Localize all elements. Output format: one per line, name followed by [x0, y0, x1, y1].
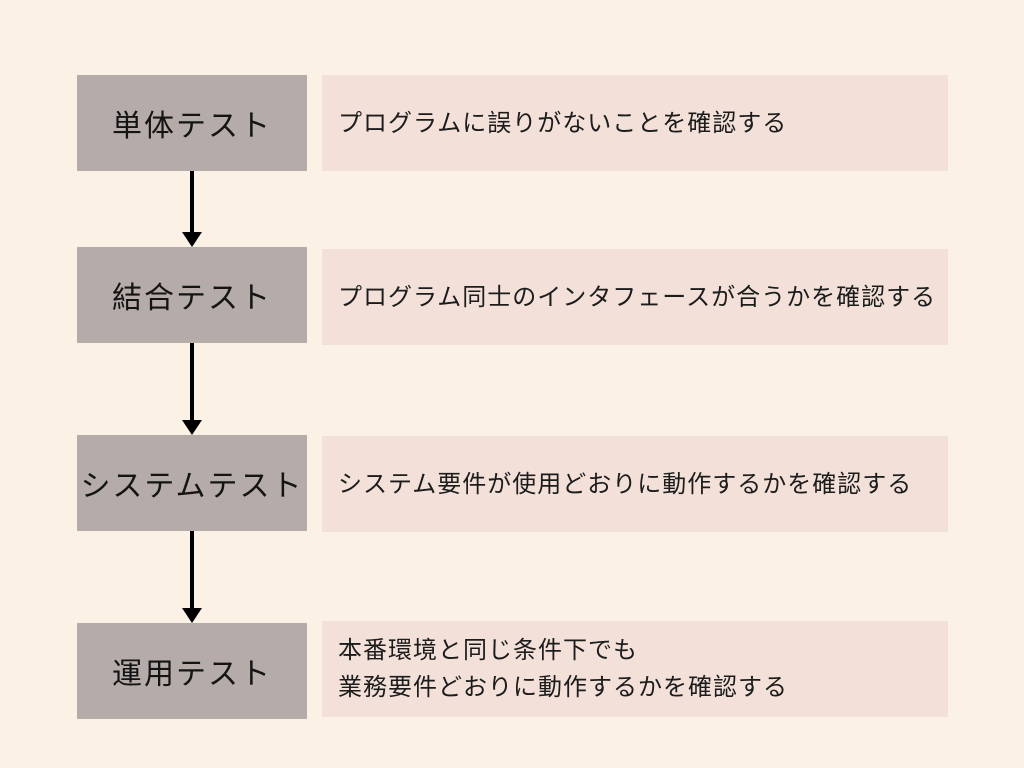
step-box-integration-test: 結合テスト — [77, 247, 307, 343]
step-box-system-test: システムテスト — [77, 435, 307, 531]
description-box-unit-test: プログラムに誤りがないことを確認する — [322, 75, 948, 171]
description-text-unit-test: プログラムに誤りがないことを確認する — [338, 109, 788, 137]
step-label-system-test: システムテスト — [80, 470, 304, 503]
description-box-system-test: システム要件が使用どおりに動作するかを確認する — [322, 436, 948, 532]
step-box-unit-test: 単体テスト — [77, 75, 307, 171]
step-label-integration-test: 結合テスト — [112, 282, 272, 315]
description-box-operation-test: 本番環境と同じ条件下でも 業務要件どおりに動作するかを確認する — [322, 621, 948, 717]
description-text-integration-test: プログラム同士のインタフェースが合うかを確認する — [338, 283, 937, 311]
description-text-system-test: システム要件が使用どおりに動作するかを確認する — [338, 470, 913, 498]
arrow-down-icon — [190, 343, 194, 420]
step-label-unit-test: 単体テスト — [112, 110, 272, 143]
arrow-down-icon — [190, 171, 194, 232]
arrow-down-icon — [190, 531, 194, 608]
step-box-operation-test: 運用テスト — [77, 623, 307, 719]
description-text-operation-test: 本番環境と同じ条件下でも 業務要件どおりに動作するかを確認する — [338, 637, 788, 701]
description-box-integration-test: プログラム同士のインタフェースが合うかを確認する — [322, 249, 948, 345]
step-label-operation-test: 運用テスト — [112, 658, 272, 691]
